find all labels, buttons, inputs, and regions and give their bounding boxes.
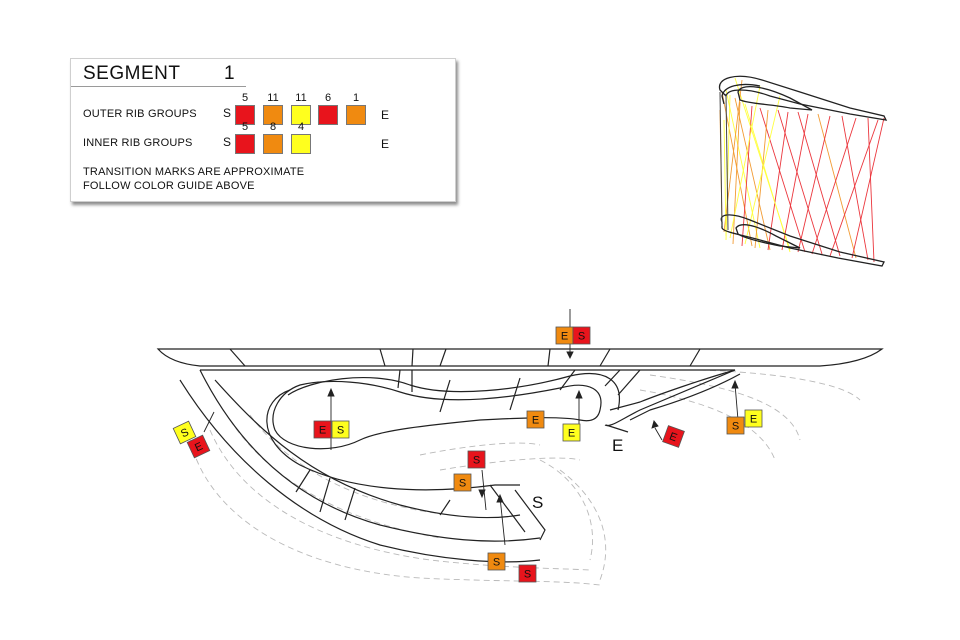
marker-swatch bbox=[467, 450, 486, 469]
group-swatch bbox=[263, 134, 283, 154]
marker-letter: S bbox=[578, 331, 585, 343]
segment-number: 1 bbox=[224, 63, 235, 84]
marker-letter: E bbox=[561, 331, 568, 343]
inner-end-tag: E bbox=[381, 137, 390, 151]
outer-group-2: 11 bbox=[263, 92, 283, 125]
outer-group-1: 5 bbox=[235, 92, 255, 125]
marker-letter: E bbox=[193, 440, 205, 454]
outer-start-tag: S bbox=[223, 106, 232, 120]
group-count: 5 bbox=[241, 92, 249, 104]
thumbnail-bottom-profile bbox=[720, 214, 885, 267]
inner-loop-ribs bbox=[179, 369, 741, 563]
segment-end-label: E bbox=[612, 436, 623, 455]
marker-swatch bbox=[572, 326, 591, 345]
layout-ghost-lines bbox=[189, 369, 861, 586]
marker-letter: E bbox=[668, 431, 679, 445]
marker-top-end: E bbox=[555, 326, 574, 345]
group-swatch bbox=[263, 105, 283, 125]
marker-letter: E bbox=[750, 414, 757, 426]
marker-right-end: E bbox=[744, 409, 763, 428]
group-count: 6 bbox=[324, 92, 332, 104]
marker-letter: S bbox=[459, 478, 466, 490]
segment-3d-thumbnail bbox=[718, 75, 888, 267]
marker-mid-start-red: S bbox=[467, 450, 486, 469]
legend-title: SEGMENT bbox=[83, 63, 181, 84]
marker-left-end: E bbox=[186, 434, 211, 459]
inner-group-3: 4 bbox=[291, 121, 311, 154]
outer-group-4: 6 bbox=[318, 92, 338, 125]
group-count: 11 bbox=[267, 92, 279, 104]
marker-swatch bbox=[453, 473, 472, 492]
marker-letter: S bbox=[179, 426, 191, 440]
outer-group-3: 11 bbox=[291, 92, 311, 125]
marker-swatch bbox=[186, 434, 211, 459]
outer-group-5: 1 bbox=[346, 92, 366, 125]
marker-loop-end: E bbox=[313, 420, 332, 439]
marker-letter: E bbox=[319, 425, 326, 437]
inner-rib-groups-label: INNER RIB GROUPS bbox=[83, 137, 193, 149]
group-count: 8 bbox=[269, 121, 277, 133]
marker-letter: S bbox=[524, 569, 531, 581]
group-count: 4 bbox=[297, 121, 305, 133]
marker-bottom-start-orange: S bbox=[487, 552, 506, 571]
inner-start-tag: S bbox=[223, 135, 232, 149]
group-count: 5 bbox=[241, 121, 249, 133]
marker-swatch bbox=[526, 410, 545, 429]
group-swatch bbox=[235, 105, 255, 125]
marker-swatch bbox=[744, 409, 763, 428]
color-guide-note: FOLLOW COLOR GUIDE ABOVE bbox=[83, 180, 255, 192]
marker-right-start: S bbox=[726, 416, 745, 435]
marker-inner-end-yellow: E bbox=[562, 423, 581, 442]
marker-inner-end-orange: E bbox=[526, 410, 545, 429]
group-swatch bbox=[318, 105, 338, 125]
marker-swatch bbox=[172, 420, 197, 445]
outer-end-tag: E bbox=[381, 108, 390, 122]
marker-swatch bbox=[562, 423, 581, 442]
marker-swatch bbox=[331, 420, 350, 439]
segment-start-label: S bbox=[532, 493, 543, 512]
thumbnail-rib-lines bbox=[719, 77, 885, 263]
group-swatch bbox=[235, 134, 255, 154]
marker-letter: S bbox=[337, 425, 344, 437]
group-swatch bbox=[291, 134, 311, 154]
inner-group-1: 5 bbox=[235, 121, 255, 154]
legend-card: SEGMENT 1 OUTER RIB GROUPS S E 5 11 11 6… bbox=[70, 58, 456, 202]
marker-top-start: S bbox=[572, 326, 591, 345]
marker-letter: E bbox=[568, 428, 575, 440]
marker-bottom-start-red: S bbox=[518, 564, 537, 583]
marker-mid-start-orange: S bbox=[453, 473, 472, 492]
group-swatch bbox=[291, 105, 311, 125]
inner-group-2: 8 bbox=[263, 121, 283, 154]
marker-left-start: S bbox=[172, 420, 197, 445]
group-count: 11 bbox=[295, 92, 307, 104]
group-swatch bbox=[346, 105, 366, 125]
marker-letter: S bbox=[473, 455, 480, 467]
marker-swatch bbox=[313, 420, 332, 439]
marker-swatch bbox=[662, 425, 685, 448]
title-underline bbox=[71, 86, 246, 87]
marker-letter: S bbox=[493, 557, 500, 569]
transition-arrows bbox=[203, 309, 739, 546]
marker-swatch bbox=[487, 552, 506, 571]
marker-loop-start: S bbox=[331, 420, 350, 439]
marker-swatch bbox=[518, 564, 537, 583]
outer-rib-groups-label: OUTER RIB GROUPS bbox=[83, 108, 197, 120]
marker-swatch bbox=[726, 416, 745, 435]
outer-rib-panel bbox=[156, 348, 884, 367]
marker-letter: S bbox=[732, 421, 739, 433]
thumbnail-top-profile bbox=[718, 75, 888, 121]
marker-letter: E bbox=[532, 415, 539, 427]
marker-tail-end: E bbox=[662, 425, 685, 448]
group-count: 1 bbox=[352, 92, 360, 104]
thumbnail-back-strut bbox=[719, 91, 729, 231]
transition-note: TRANSITION MARKS ARE APPROXIMATE bbox=[83, 166, 305, 178]
